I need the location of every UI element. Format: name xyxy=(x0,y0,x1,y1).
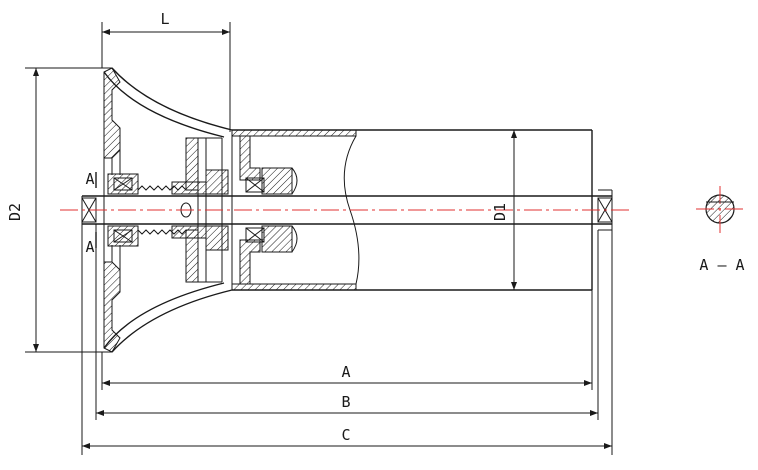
label-B: B xyxy=(341,393,350,411)
label-A: A xyxy=(341,363,350,381)
left-bearing xyxy=(107,173,139,247)
roller-tube xyxy=(231,129,593,291)
label-C: C xyxy=(341,426,350,444)
brake-disc xyxy=(171,137,229,283)
label-L: L xyxy=(160,10,169,28)
section-view-A-A: A — A xyxy=(696,186,745,274)
label-D2: D2 xyxy=(6,203,24,221)
dimension-A: A xyxy=(101,290,593,390)
dimension-B: B xyxy=(95,224,599,420)
label-D1: D1 xyxy=(491,203,509,221)
dimension-D1: D1 xyxy=(491,130,517,290)
dimension-D2: D2 xyxy=(6,67,112,353)
section-mark-top: A xyxy=(85,170,94,188)
shaft xyxy=(81,189,613,231)
dimension-C: C xyxy=(81,224,613,455)
dimension-L: L xyxy=(101,10,231,132)
section-title: A — A xyxy=(699,256,744,274)
section-mark-bottom: A xyxy=(85,238,94,256)
flared-end-cap xyxy=(103,67,233,353)
